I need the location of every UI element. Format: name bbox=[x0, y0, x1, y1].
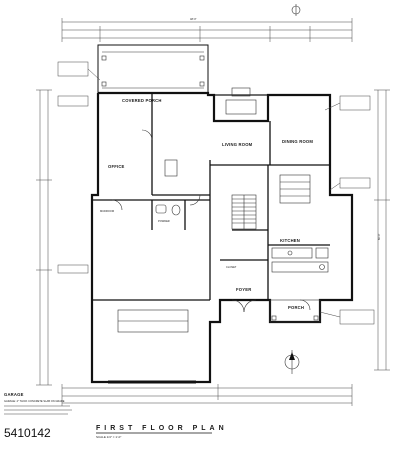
garage-note: GARAGE: 4" THICK CONCRETE SLAB ON GRADE bbox=[4, 399, 65, 403]
powder-label: POWDER bbox=[158, 219, 170, 223]
mudroom-label: MUDROOM bbox=[100, 209, 114, 213]
kitchen-label: KITCHEN bbox=[280, 238, 300, 243]
front-porch-area bbox=[269, 299, 321, 323]
bathroom-fixtures bbox=[155, 159, 181, 216]
exterior-walls bbox=[90, 91, 354, 384]
kitchen-counters bbox=[271, 247, 329, 273]
foyer-label: FOYER bbox=[236, 287, 251, 292]
dining-room-label: DINING ROOM bbox=[282, 139, 313, 144]
dimension-lines-sides: 60'-0" bbox=[36, 89, 390, 386]
dim-depth-right: 60'-0" bbox=[377, 233, 381, 240]
covered-porch-area: COVERED PORCH bbox=[97, 44, 209, 103]
listing-id: 5410142 bbox=[4, 426, 51, 440]
plan-scale: SCALE 1/4" = 1'-0" bbox=[96, 435, 121, 439]
compass-mark-top-icon bbox=[291, 4, 301, 16]
staircase bbox=[231, 174, 311, 230]
interior-walls bbox=[92, 93, 330, 301]
office-label: OFFICE bbox=[108, 164, 125, 169]
dimension-lines-bottom bbox=[61, 384, 353, 406]
plan-title: FIRST FLOOR PLAN bbox=[96, 425, 228, 432]
garage-note-lines bbox=[4, 405, 72, 415]
dim-width-top: 48'-0" bbox=[190, 17, 197, 21]
garage-label: GARAGE bbox=[4, 392, 24, 397]
annotation-blocks bbox=[57, 61, 375, 325]
garage-door bbox=[108, 309, 196, 384]
living-room-label: LIVING ROOM bbox=[222, 142, 253, 147]
closet-label: CLOSET bbox=[226, 265, 237, 269]
porch-label: PORCH bbox=[288, 305, 304, 310]
dimension-lines-top: 48'-0" bbox=[61, 17, 353, 42]
door-swings bbox=[111, 129, 311, 313]
north-arrow-icon bbox=[284, 350, 300, 374]
fireplace bbox=[213, 87, 269, 122]
covered-porch-label: COVERED PORCH bbox=[122, 98, 162, 103]
